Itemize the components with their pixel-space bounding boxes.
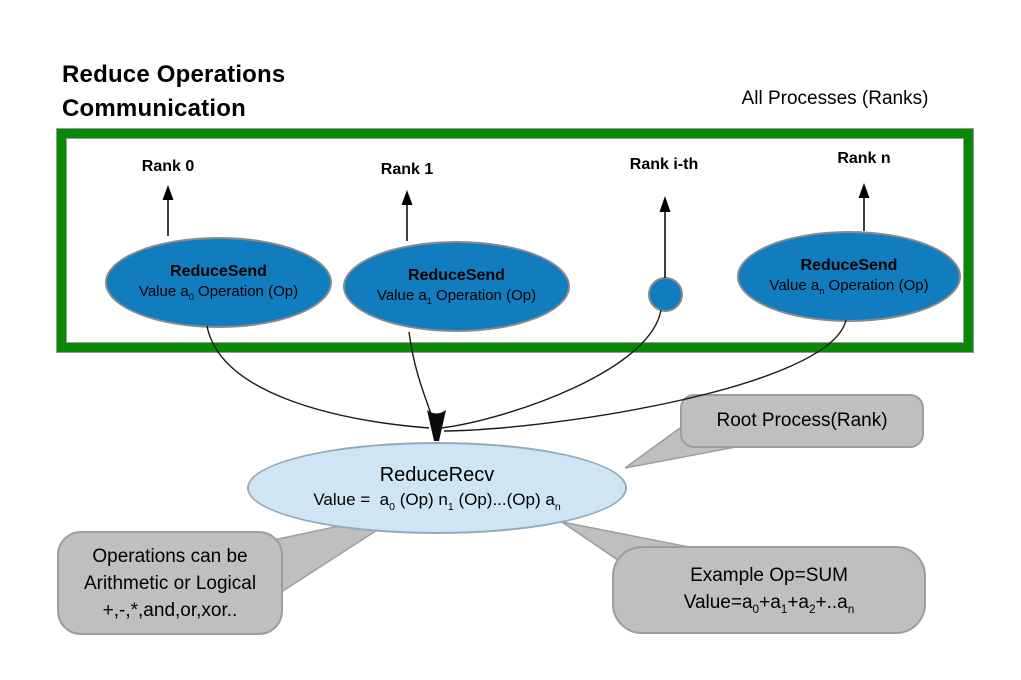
reduce-send-title-1: ReduceSend [408,267,505,284]
rank-label-i: Rank i-th [629,156,699,173]
example-callout: Example Op=SUM Value=a0+a1+a2+..an [612,546,926,634]
value-text: Operation (Op) [193,283,299,300]
rank-label-n: Rank n [837,150,891,167]
value-text: Value=a [683,592,753,613]
rank-i-process-circle [648,277,683,312]
value-text: Operation (Op) [824,277,929,294]
value-text: Value a [769,277,820,294]
operations-callout: Operations can be Arithmetic or Logical … [57,531,283,635]
value-subscript: 0 [752,603,760,617]
all-processes-label: All Processes (Ranks) [741,88,929,109]
example-callout-line-1: Example Op=SUM [690,565,848,586]
reduce-send-value-n: Value an Operation (Op) [769,276,928,297]
value-subscript: 1 [447,500,454,513]
reduce-send-value-0: Value a0 Operation (Op) [139,282,298,303]
reduce-send-ellipse-n: ReduceSend Value an Operation (Op) [737,231,961,322]
value-subscript: n [847,603,855,617]
value-text: Operation (Op) [431,287,537,304]
reduce-send-title-0: ReduceSend [170,263,267,280]
reduce-send-value-1: Value a1 Operation (Op) [377,286,536,307]
rank-label-0: Rank 0 [141,158,195,175]
value-text: (Op)...(Op) a [453,490,555,509]
reduce-recv-value: Value = a0 (Op) n1 (Op)...(Op) an [313,488,560,514]
reduce-send-ellipse-0: ReduceSend Value a0 Operation (Op) [105,237,332,328]
gather-arrowhead [427,410,446,441]
value-subscript: 2 [808,603,816,617]
value-text: Value a [138,283,189,300]
value-text: +a [759,592,781,613]
value-text: +..a [815,592,848,613]
operations-callout-line-3: +,-,*,and,or,xor.. [102,599,238,621]
value-text: (Op) n [394,490,448,509]
rank-label-1: Rank 1 [380,161,434,178]
value-subscript: 1 [780,603,788,617]
reduce-send-ellipse-1: ReduceSend Value a1 Operation (Op) [343,241,570,332]
operations-callout-line-2: Arithmetic or Logical [83,572,257,594]
example-callout-line-2: Value=a0+a1+a2+..an [684,589,855,618]
page-title: Reduce Operations Communication [62,58,285,126]
value-text: +a [787,592,809,613]
reduce-recv-ellipse: ReduceRecv Value = a0 (Op) n1 (Op)...(Op… [247,442,627,534]
value-subscript: 1 [426,296,432,307]
title-line-2: Communication [62,95,246,122]
operations-callout-line-1: Operations can be [92,545,248,567]
title-line-1: Reduce Operations [62,61,286,88]
root-process-callout-text: Root Process(Rank) [716,410,888,431]
reduce-recv-title: ReduceRecv [379,464,495,486]
value-text: Value a [376,287,427,304]
value-text: Value = a [313,490,390,509]
root-process-callout: Root Process(Rank) [680,394,924,448]
value-subscript: 0 [389,500,395,513]
value-subscript: n [554,500,561,513]
value-subscript: 0 [188,292,194,303]
reduce-send-title-n: ReduceSend [800,257,898,274]
value-subscript: n [819,286,825,297]
